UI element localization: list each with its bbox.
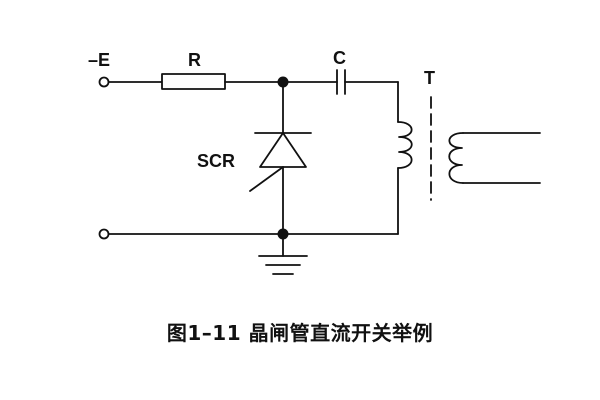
secondary-coil: [448, 132, 464, 184]
label-thyristor: SCR: [197, 151, 235, 171]
label-transformer: T: [424, 68, 435, 88]
resistor-symbol: [161, 73, 226, 90]
input-terminal-top: [98, 76, 110, 88]
label-source: –E: [88, 50, 110, 70]
input-terminal-bottom: [98, 228, 110, 240]
primary-coil: [397, 121, 413, 169]
circuit-diagram: –E R C T SCR: [88, 48, 541, 275]
junction-dot-bottom: [277, 228, 289, 240]
label-resistor: R: [188, 50, 201, 70]
scr-gate: [249, 166, 284, 192]
figure-caption: 图1–11 晶闸管直流开关举例: [166, 321, 434, 345]
junction-dot-top: [277, 76, 289, 88]
scr-triangle: [259, 132, 307, 168]
label-capacitor: C: [333, 48, 346, 68]
